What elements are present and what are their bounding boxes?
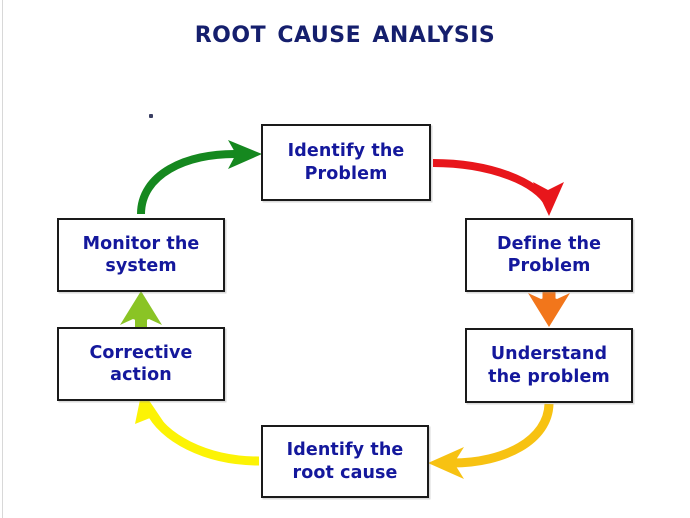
node-define-the-problem[interactable]: Define the Problem <box>465 218 633 292</box>
node-identify-the-root-cause[interactable]: Identify the root cause <box>261 425 429 498</box>
node-label-line1: Define the <box>496 233 602 254</box>
node-label-line1: Identify the <box>286 440 404 461</box>
node-understand-the-problem[interactable]: Understand the problem <box>465 328 633 403</box>
node-label-line1: Understand <box>490 344 608 365</box>
arrow-define-to-understand <box>528 291 570 327</box>
arrow-identify-to-define <box>432 159 564 216</box>
node-label-line2: system <box>105 256 177 276</box>
arrow-understand-to-root <box>428 403 554 479</box>
page-title: Root Cause Analysis <box>194 14 496 50</box>
node-label-line2: root cause <box>292 462 398 483</box>
arrow-corrective-to-monitor <box>120 291 162 327</box>
arrow-monitor-to-identify <box>137 140 262 215</box>
node-label-line2: action <box>110 365 172 385</box>
node-label-line2: Problem <box>304 163 388 184</box>
page-edge-line <box>2 0 3 518</box>
node-label-line1: Corrective <box>89 342 193 363</box>
node-corrective-action[interactable]: Corrective action <box>57 327 225 401</box>
node-label-line2: Problem <box>507 256 591 276</box>
node-label-line2: the problem <box>488 366 610 387</box>
node-identify-the-problem[interactable]: Identify the Problem <box>261 124 431 201</box>
stray-dot-artifact <box>149 114 153 118</box>
node-label-line1: Identify the <box>287 141 405 162</box>
node-label-line1: Monitor the <box>82 233 200 254</box>
node-monitor-the-system[interactable]: Monitor the system <box>57 218 225 292</box>
